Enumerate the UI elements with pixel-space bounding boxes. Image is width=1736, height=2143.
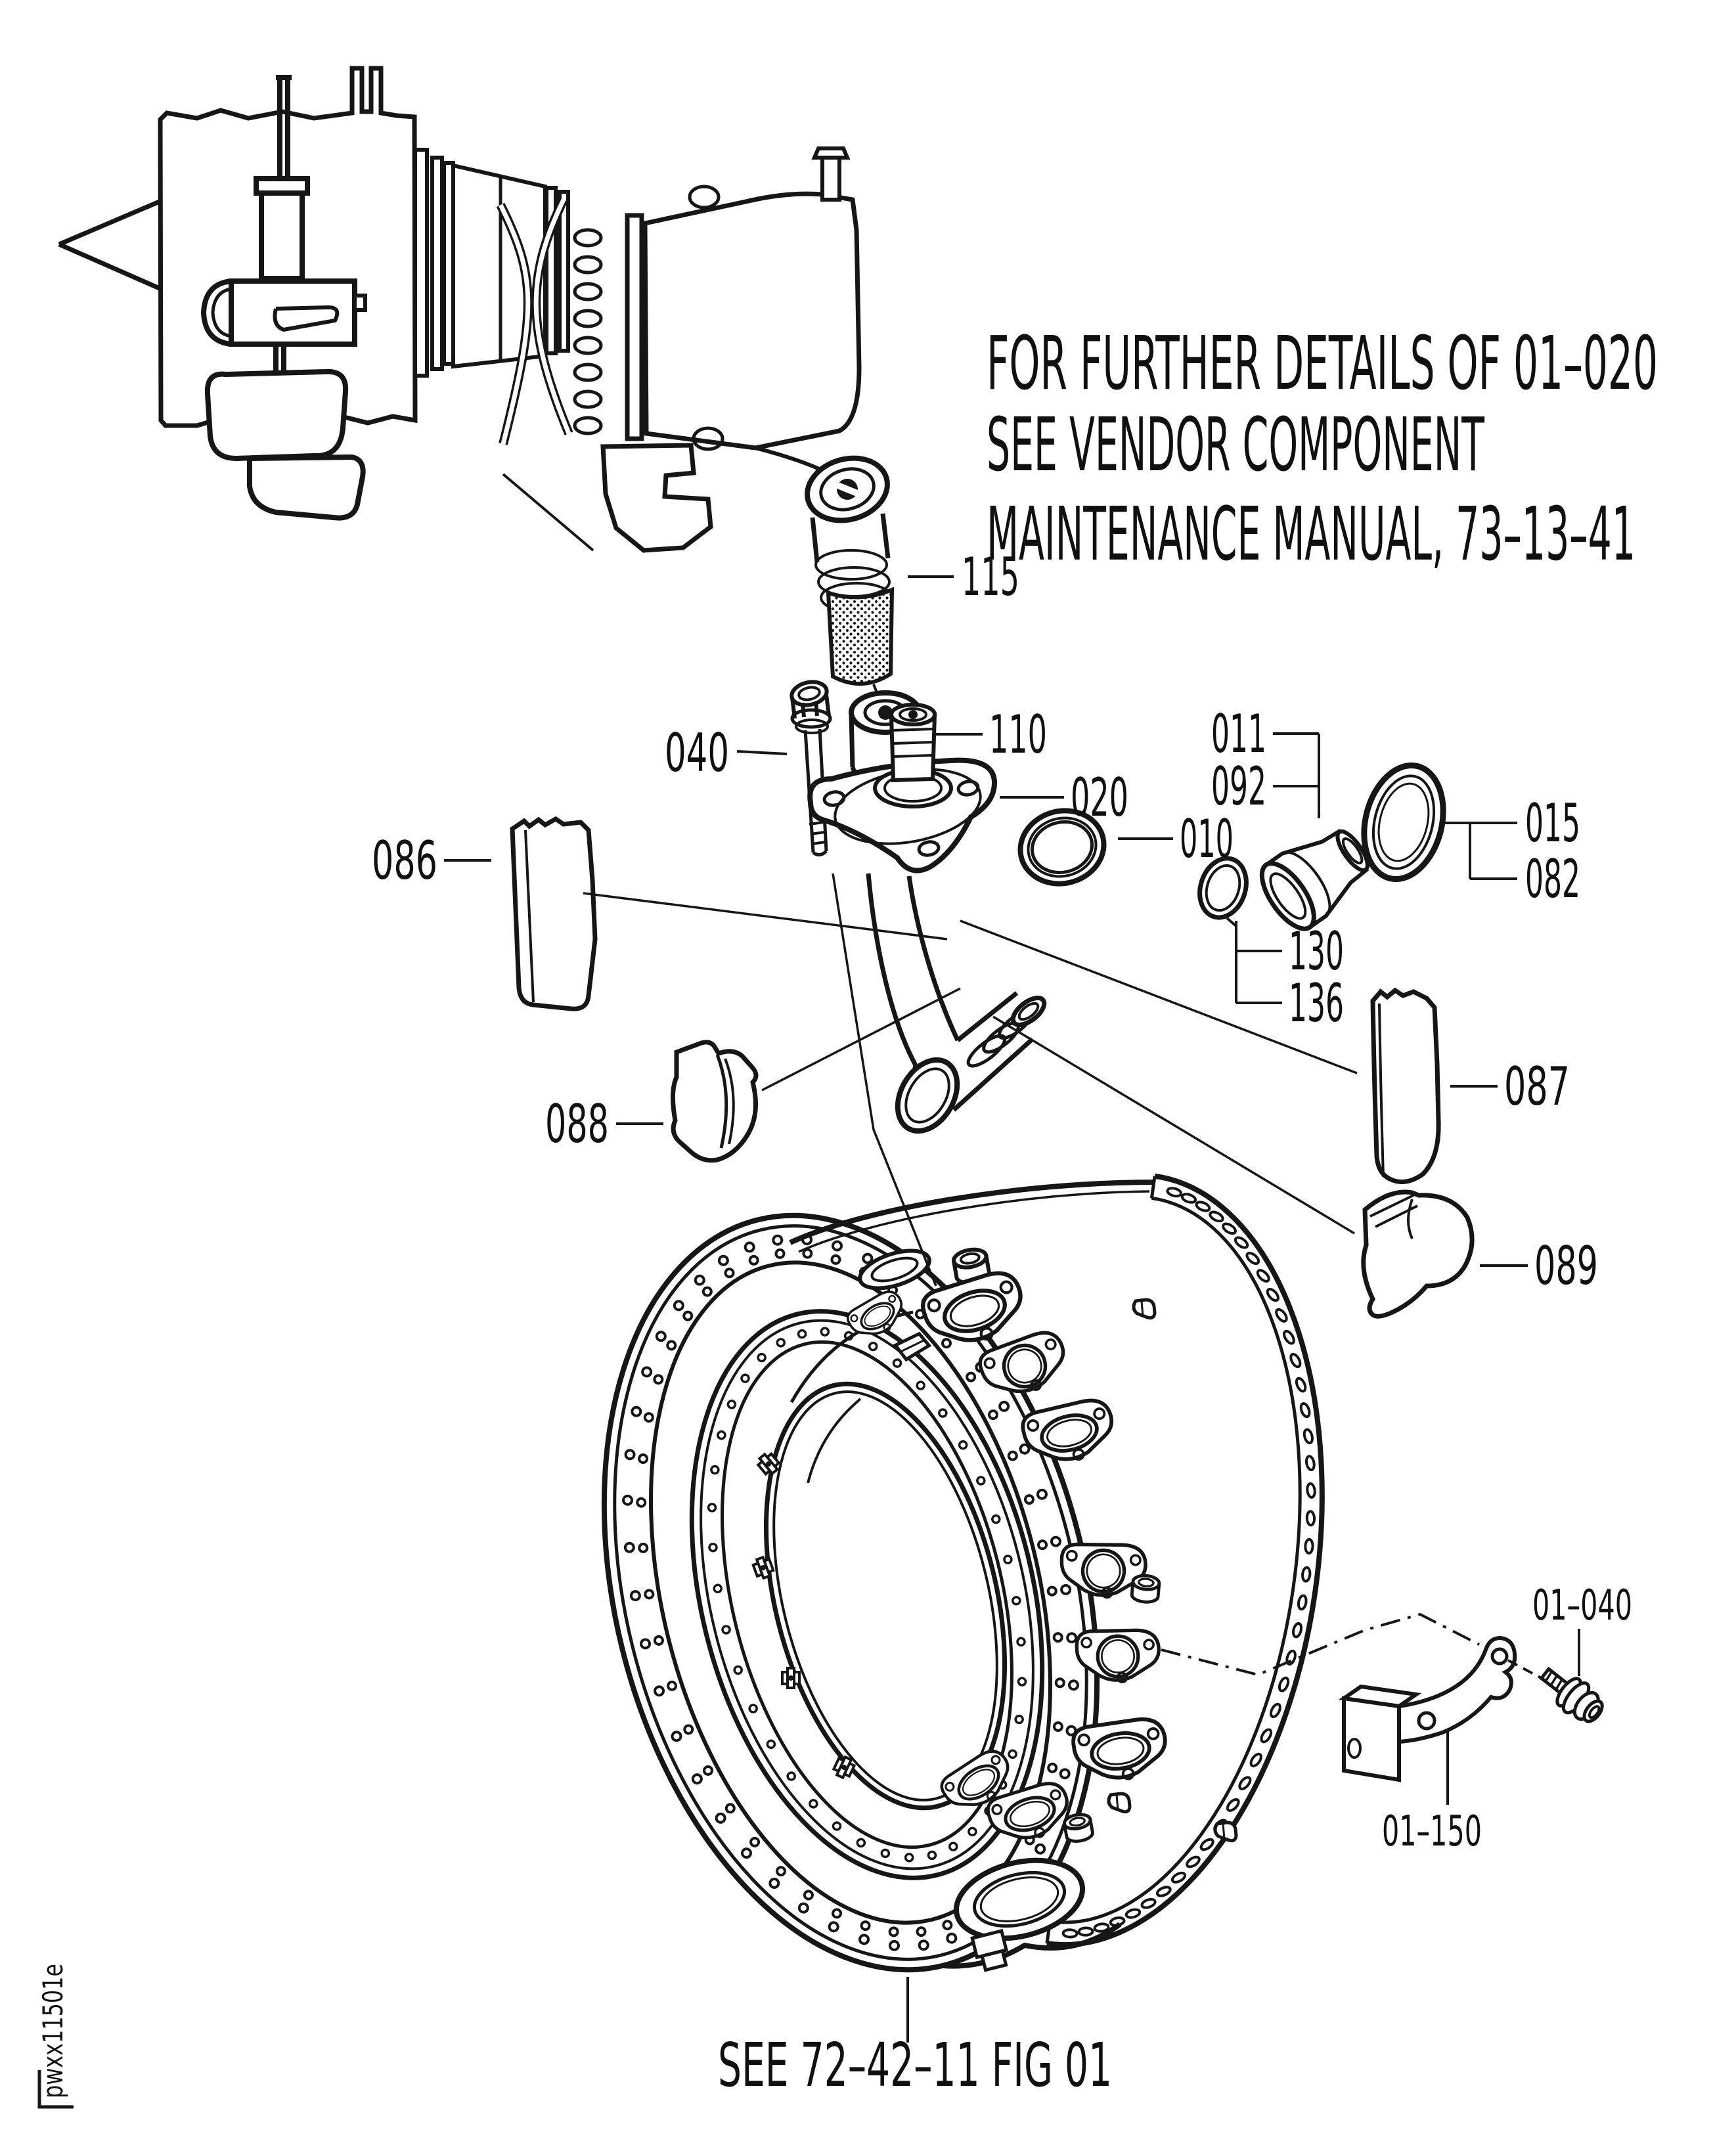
- rear-flange: [1045, 1173, 1325, 1948]
- callout-020: 020: [1071, 767, 1128, 828]
- part-089-shield: [1361, 1189, 1475, 1319]
- callout-040: 040: [665, 722, 729, 784]
- callout-110: 110: [989, 704, 1047, 765]
- front-rim-inner: [689, 1309, 1045, 1880]
- part-020-adapter: [807, 703, 1047, 1134]
- callout-01-150: 01–150: [1382, 1807, 1482, 1856]
- part-088-clamp: [670, 1040, 759, 1163]
- callout-015: 015: [1525, 793, 1580, 854]
- detail-pointer-line: [502, 473, 594, 552]
- note-line-2: SEE VENDOR COMPONENT: [987, 403, 1484, 488]
- adapter-nipple: [889, 703, 937, 783]
- note-line-1: FOR FURTHER DETAILS OF 01–020: [987, 321, 1658, 407]
- part-040-bolt: [790, 680, 832, 856]
- figure-watermark: pwxx11501e: [37, 1964, 69, 2098]
- callout-092: 092: [1211, 756, 1266, 817]
- leader-lines: [444, 575, 1580, 2043]
- x-brace: [496, 197, 573, 445]
- combustor-turbine-block: [600, 146, 862, 553]
- part-086-sleeve: [510, 816, 598, 1011]
- mount-pads: [842, 1243, 1236, 1846]
- part-015-082-seal-ring: [1361, 762, 1446, 883]
- drain-valve-assembly-highlight: [200, 75, 367, 521]
- note-line-3: MAINTENANCE MANUAL, 73–13–41: [987, 492, 1636, 577]
- wedge-clip: [893, 1331, 932, 1362]
- callout-089: 089: [1534, 1235, 1598, 1296]
- part-01-150-bracket: [1339, 1635, 1517, 1782]
- engine-overview-thumbnail: [58, 66, 862, 553]
- callout-01-040: 01–040: [1532, 1581, 1632, 1630]
- figure-cross-reference: SEE 72–42–11 FIG 01: [718, 2030, 1112, 2100]
- callout-010: 010: [1180, 808, 1234, 870]
- flat-oval-pad: [858, 1248, 931, 1291]
- combustion-case: [601, 1173, 1325, 1973]
- case-flange-bar: [625, 213, 644, 441]
- hose-barb: [952, 991, 1047, 1112]
- callout-136: 136: [1289, 973, 1344, 1034]
- vendor-note: FOR FURTHER DETAILS OF 01–020 SEE VENDOR…: [987, 321, 1658, 577]
- part-010-gasket: [1017, 808, 1107, 887]
- callout-086: 086: [372, 830, 437, 891]
- case-inner-opening: [763, 1381, 1008, 1811]
- part-01-040-bolt: [1539, 1666, 1604, 1723]
- part-011-092-coupling: [1259, 829, 1369, 931]
- callout-088: 088: [545, 1094, 609, 1155]
- part-087-sleeve: [1370, 987, 1441, 1185]
- corner-mark: [37, 2070, 74, 2109]
- callout-087: 087: [1504, 1056, 1570, 1117]
- callout-082: 082: [1525, 849, 1580, 910]
- part-115-strainer: [805, 455, 895, 686]
- port-column: [573, 228, 603, 435]
- callouts: 115 110 040 020 010 011 092 015 082 086 …: [372, 546, 1632, 1856]
- spinner-cone: [58, 198, 162, 292]
- callout-115: 115: [962, 546, 1019, 608]
- callout-130: 130: [1289, 921, 1344, 982]
- igniter-boss: [953, 1857, 1086, 1972]
- callout-011: 011: [1211, 703, 1266, 764]
- part-130-136-ring: [1197, 856, 1249, 920]
